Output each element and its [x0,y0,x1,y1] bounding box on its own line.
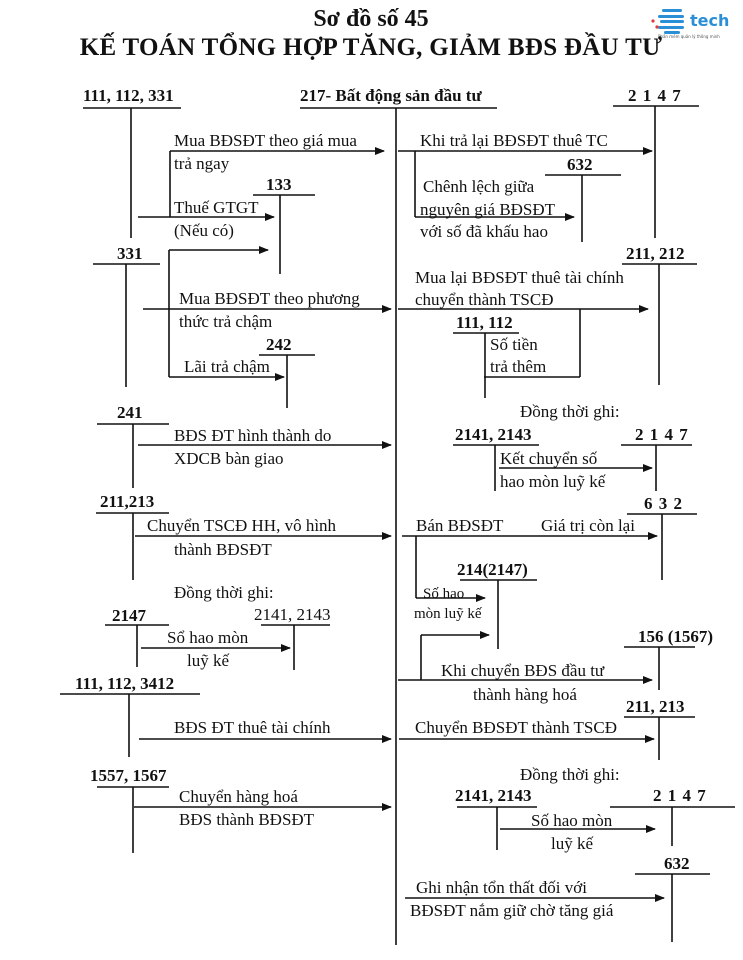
entry-buy-immediate-line1: Mua BĐSĐT theo giá mua [174,131,357,150]
entry-buy-deferred-line2: thức trả chậm [179,312,273,331]
account-2147-r1: 2 1 4 7 [628,86,682,105]
entry-vat-line1: Thuế GTGT [174,198,259,217]
entry-to-fixed: Chuyển BĐSĐT thành TSCĐ [415,718,617,737]
account-331: 331 [117,244,143,263]
entry-extra-pay-line1: Số tiền [490,335,538,354]
entry-buy-deferred-line1: Mua BĐSĐT theo phương [179,289,360,308]
diagram-number: Sơ đồ số 45 [313,6,429,32]
entry-transfer-dep-line1: Kết chuyển số [500,449,598,468]
entry-accum-dep-mid-line2: mòn luỹ kế [414,606,482,622]
entry-finance-lease: BĐS ĐT thuê tài chính [174,718,331,737]
account-214-2147: 214(2147) [457,560,528,579]
entry-return-lease: Khi trả lại BĐSĐT thuê TC [420,131,608,150]
account-632-r1: 632 [567,155,593,174]
account-632-r3: 632 [664,854,690,873]
account-211-213-left: 211,213 [100,492,155,511]
entry-vat-line2: (Nếu có) [174,221,234,240]
entry-construction-line2: XDCB bàn giao [174,449,284,468]
entry-transfer-fixed-line2: thành BĐSĐT [174,540,272,559]
entry-to-goods-line1: Khi chuyển BĐS đầu tư [441,661,605,680]
logo-mark-icon [651,9,684,34]
entry-extra-pay-line2: trả thêm [490,357,547,376]
entry-repurchase-line1: Mua lại BĐSĐT thuê tài chính [415,268,624,287]
page-title: KẾ TOÁN TỔNG HỢP TĂNG, GIẢM BĐS ĐẦU TƯ [79,34,663,61]
account-156-1567: 156 (1567) [638,627,714,646]
entry-accum-dep-left-line1: Sổ hao mòn [167,628,249,647]
entry-construction-line1: BĐS ĐT hình thành do [174,426,332,445]
account-242: 242 [266,335,292,354]
account-133: 133 [266,175,292,194]
account-1557-1567: 1557, 1567 [90,766,167,785]
logo-text: tech [690,11,730,30]
entry-remaining-value: Giá trị còn lại [541,516,635,535]
account-211-213-right: 211, 213 [626,697,685,716]
entry-difference-line3: với số đã khấu hao [420,222,548,241]
account-2141-2143-r2: 2141, 2143 [455,786,532,805]
entry-difference-line2: nguyên giá BĐSĐT [420,200,556,219]
account-111-112-331: 111, 112, 331 [83,86,174,105]
entry-to-goods-line2: thành hàng hoá [473,685,577,704]
account-2147-r2: 2 1 4 7 [635,425,689,444]
account-2147-left: 2147 [112,606,146,625]
entry-difference-line1: Chênh lệch giữa [423,177,535,196]
entry-accum-dep-left-line2: luỹ kế [187,651,230,670]
account-2147-r3: 2 1 4 7 [653,786,707,805]
account-211-212: 211, 212 [626,244,685,263]
entry-goods-transfer-line1: Chuyển hàng hoá [179,787,298,806]
entry-sell: Bán BĐSĐT [416,516,504,535]
simultaneous-label-r1: Đồng thời ghi: [520,402,620,421]
account-111-112-3412: 111, 112, 3412 [75,674,175,693]
entry-loss-line1: Ghi nhận tổn thất đối với [416,878,587,897]
account-632-r2: 6 3 2 [644,494,683,513]
entry-accum-dep-mid-line1: Số hao [423,586,465,602]
account-241: 241 [117,403,143,422]
entry-transfer-dep-line2: hao mòn luỹ kế [500,472,606,491]
simultaneous-label-r2: Đồng thời ghi: [520,765,620,784]
account-111-112: 111, 112 [456,313,513,332]
account-2141-2143-r1: 2141, 2143 [455,425,532,444]
entry-transfer-fixed-line1: Chuyển TSCĐ HH, vô hình [147,516,337,535]
logo-tagline: Phần mềm quản lý thông minh [658,34,720,39]
entry-accum-dep-r2-line2: luỹ kế [551,834,594,853]
entry-deferred-interest: Lãi trả chậm [184,357,270,376]
company-logo: tech Phần mềm quản lý thông minh [648,6,740,42]
entry-repurchase-line2: chuyển thành TSCĐ [415,290,554,309]
entry-loss-line2: BĐSĐT nắm giữ chờ tăng giá [410,901,614,920]
account-2141-2143-left: 2141, 2143 [254,605,331,624]
entry-goods-transfer-line2: BĐS thành BĐSĐT [179,810,315,829]
entry-buy-immediate-line2: trả ngay [174,154,230,173]
entry-accum-dep-r2-line1: Số hao mòn [531,811,613,830]
central-account-label: 217- Bất động sản đầu tư [300,86,482,105]
simultaneous-label-left: Đồng thời ghi: [174,583,274,602]
